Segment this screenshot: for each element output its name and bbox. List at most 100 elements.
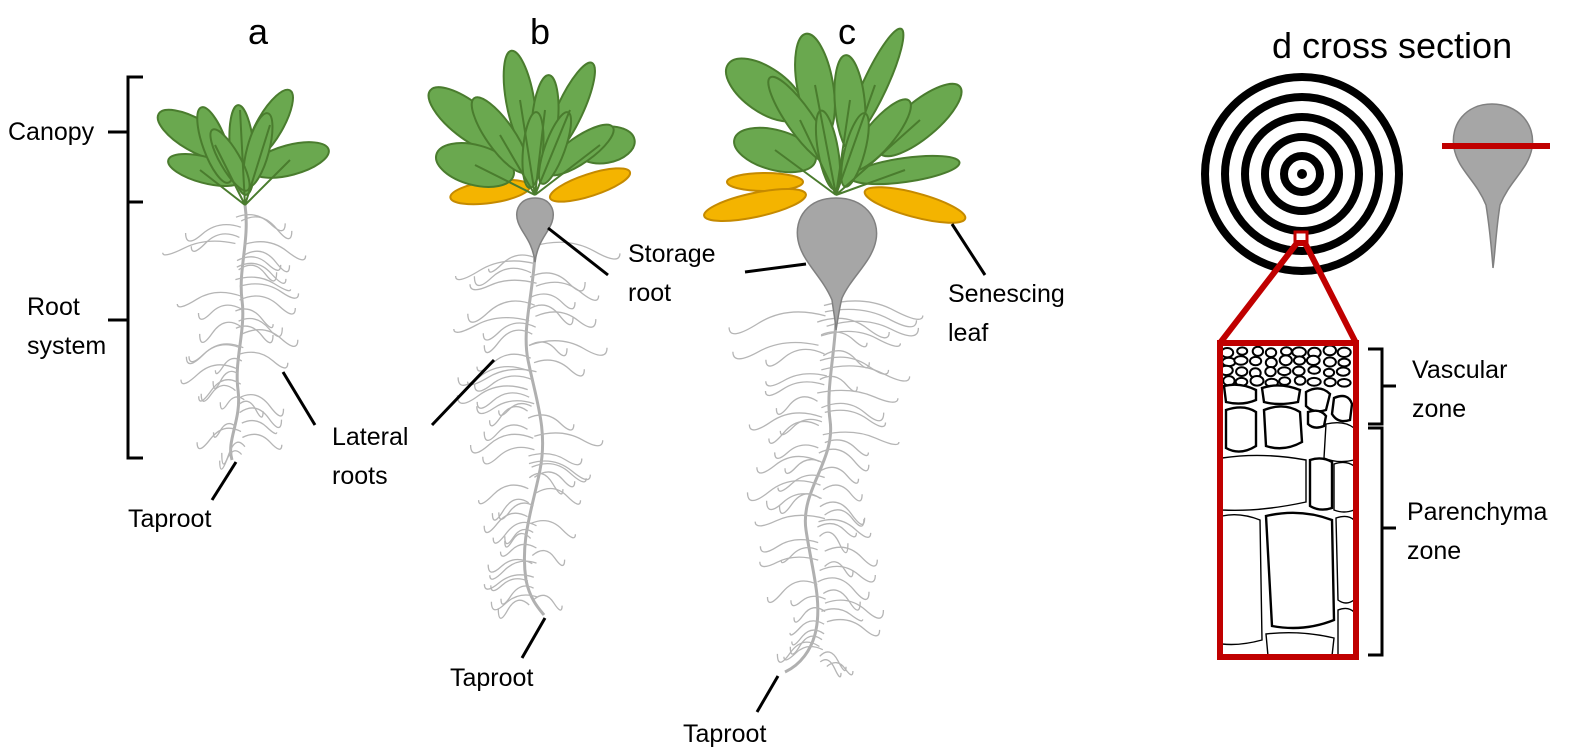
lateral-root	[528, 305, 573, 325]
lateral-root	[733, 343, 819, 359]
vascular-cell	[1324, 357, 1336, 366]
lateral-root	[819, 467, 858, 483]
vascular-cell	[1251, 376, 1264, 386]
lateral-root	[794, 608, 825, 622]
lateral-root	[777, 642, 819, 662]
panel-a: a Canopy Root system Taproot	[8, 11, 333, 533]
parenchyma-zone-line2: zone	[1407, 537, 1461, 565]
lateral-roots-line2: roots	[332, 462, 388, 490]
lateral-root	[531, 294, 575, 309]
vascular-cell	[1281, 347, 1292, 355]
vascular-cell	[1293, 367, 1305, 376]
lateral-root	[766, 349, 825, 366]
root-system-b	[454, 242, 620, 618]
lateral-root	[827, 663, 853, 675]
lateral-root	[531, 521, 575, 538]
lateral-root	[529, 341, 607, 356]
lateral-root	[529, 454, 582, 465]
lateral-root	[181, 365, 237, 384]
panel-c-letter: c	[838, 11, 856, 52]
lateral-root	[534, 360, 584, 376]
lateral-root	[766, 374, 827, 386]
lateral-root	[528, 415, 574, 430]
taproot-label-a: Taproot	[128, 505, 211, 533]
tissue-zoom	[1220, 343, 1356, 657]
vascular-cell	[1324, 369, 1334, 377]
vascular-cell	[1278, 367, 1290, 375]
lateral-root	[749, 413, 822, 430]
root-system-a	[163, 205, 306, 469]
vascular-cell	[1338, 348, 1351, 357]
lateral-root	[765, 382, 824, 396]
lateral-root	[820, 652, 846, 671]
lateral-root	[201, 385, 235, 401]
lateral-root	[483, 447, 535, 464]
vascular-cell	[1236, 367, 1247, 376]
panel-b: b Storage root Lateral root	[332, 11, 716, 692]
storage-root-line2: root	[628, 279, 671, 307]
panel-c: c Senescing leaf	[683, 11, 1065, 748]
lateral-root	[240, 296, 296, 314]
lateral-root	[785, 460, 822, 474]
vascular-cell	[1279, 377, 1290, 385]
lateral-root	[186, 225, 241, 241]
root-label-line1: Root	[27, 293, 80, 321]
lateral-root	[490, 407, 528, 426]
root-system-bracket	[128, 202, 143, 458]
vascular-cell	[1307, 356, 1320, 365]
lateral-root	[820, 660, 841, 677]
lateral-root	[199, 305, 242, 319]
lateral-root	[827, 620, 880, 636]
canopy-label: Canopy	[8, 118, 95, 146]
lateral-root	[769, 421, 819, 443]
root-label-line2: system	[27, 332, 106, 360]
lateral-root	[238, 395, 283, 416]
senescing-leaf-line2: leaf	[948, 319, 988, 347]
lateral-root	[823, 432, 899, 444]
lateral-root	[535, 312, 595, 327]
lateral-root	[779, 494, 820, 514]
storage-root-b	[517, 198, 553, 262]
lateral-root	[536, 282, 599, 300]
vascular-zone-bracket	[1368, 349, 1382, 424]
lateral-root	[820, 376, 857, 391]
lateral-root	[532, 551, 564, 566]
panel-d: d cross section	[1205, 25, 1550, 657]
lateral-root	[820, 532, 848, 553]
vascular-cell	[1295, 376, 1306, 385]
lateral-root	[755, 515, 825, 526]
canopy-a	[151, 84, 333, 205]
lateral-root	[468, 301, 535, 322]
vascular-cell	[1308, 378, 1321, 386]
lateral-root	[825, 547, 878, 566]
lateral-root	[200, 322, 242, 342]
panel-d-title: d cross section	[1272, 25, 1512, 66]
lateral-root	[791, 596, 826, 605]
root-system-c	[729, 301, 923, 677]
panel-a-letter: a	[248, 11, 269, 52]
taproot-label-b: Taproot	[450, 664, 533, 692]
vascular-cell	[1337, 368, 1350, 376]
lateral-root	[827, 321, 919, 336]
lateral-root	[471, 434, 534, 453]
lateral-root	[242, 330, 298, 347]
lateral-root	[767, 581, 817, 602]
vascular-cell	[1253, 347, 1263, 356]
lateral-root	[823, 485, 862, 501]
lateral-root	[177, 292, 242, 306]
vascular-zone-line1: Vascular	[1412, 356, 1507, 384]
vascular-cell	[1266, 348, 1276, 357]
vascular-cell	[1237, 347, 1247, 354]
lateral-root	[238, 352, 287, 368]
panel-b-letter: b	[530, 11, 550, 52]
vascular-cell	[1294, 356, 1305, 364]
lateral-root	[163, 241, 236, 255]
vascular-cell	[1250, 357, 1261, 365]
lateral-root	[222, 442, 245, 464]
storage-root-icon	[1442, 104, 1550, 268]
lateral-root	[819, 520, 871, 538]
vascular-cell	[1234, 356, 1247, 365]
vascular-cell	[1338, 359, 1350, 367]
lateral-root	[760, 557, 818, 566]
